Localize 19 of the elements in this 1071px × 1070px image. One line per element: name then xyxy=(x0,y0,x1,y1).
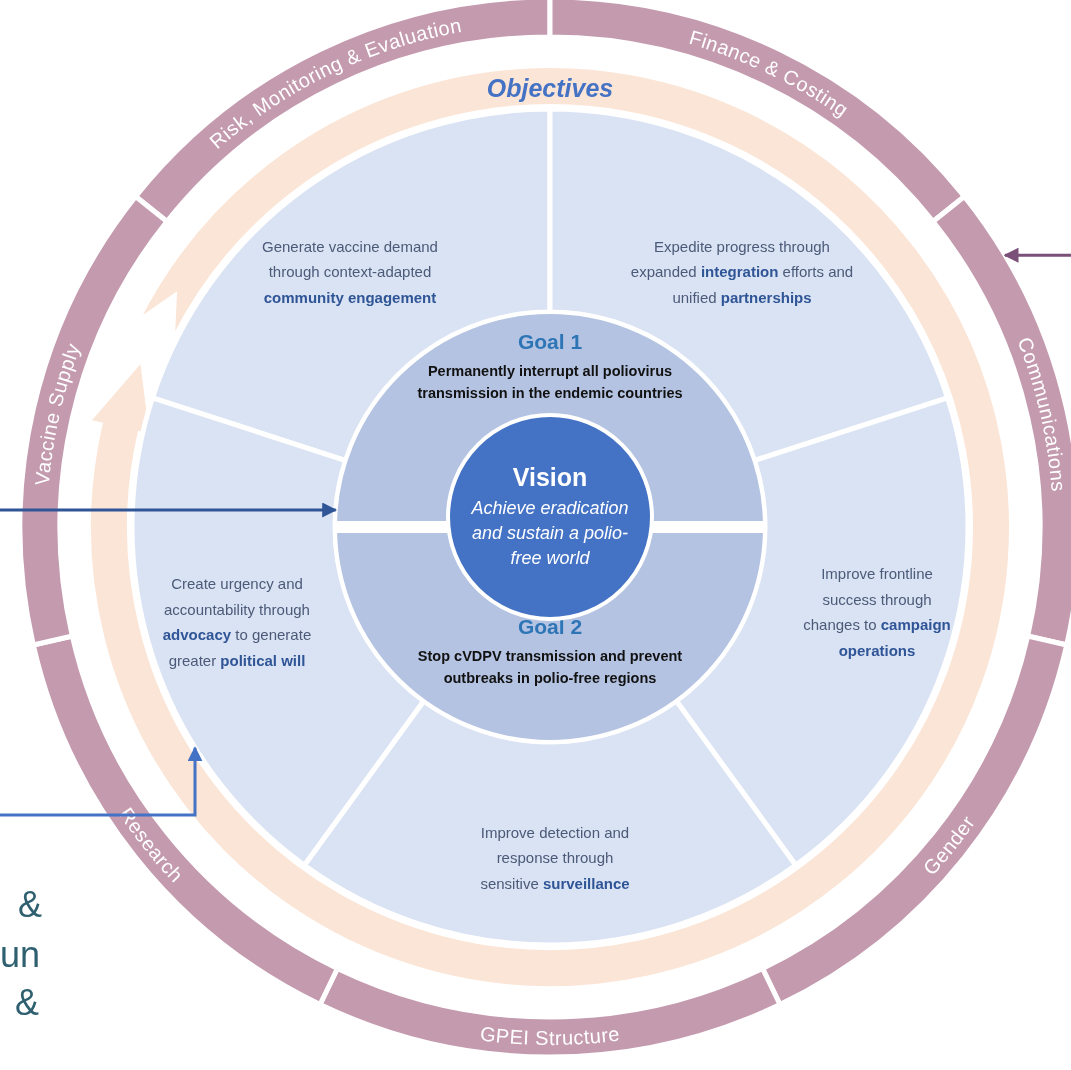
vision-text: Achieve eradication and sustain a polio-free world xyxy=(470,496,630,571)
objective-text: Improve frontline success through changes to campaign operations xyxy=(802,564,952,661)
goal-text: Permanently interrupt all poliovirus transmission in the endemic countries xyxy=(416,362,684,404)
vision-heading: Vision xyxy=(512,462,588,492)
goal-text: Stop cVDPV transmission and prevent outbreaks in polio-free regions xyxy=(416,647,684,689)
objective-text: Improve detection and response through sensitive surveillance xyxy=(479,822,631,894)
objective-text: Generate vaccine demand through context-adapted community engagement xyxy=(261,236,439,308)
goal-heading: Goal 1 xyxy=(517,330,583,354)
arrow xyxy=(1003,247,1071,263)
arrow xyxy=(0,502,338,518)
objective-text: Expedite progress through expanded integration efforts and unified partnerships xyxy=(629,236,855,308)
ring-title: Objectives xyxy=(486,73,614,102)
objective-text: Create urgency and accountability through advocacy to generate greater political will xyxy=(161,574,313,671)
text-fragment: un xyxy=(0,937,41,973)
segment-label: GPEI Structure xyxy=(478,1022,622,1050)
text-fragment: & xyxy=(15,985,39,1021)
text-fragment: & xyxy=(18,887,42,923)
arrow xyxy=(0,746,203,817)
goal-heading: Goal 2 xyxy=(517,615,583,639)
